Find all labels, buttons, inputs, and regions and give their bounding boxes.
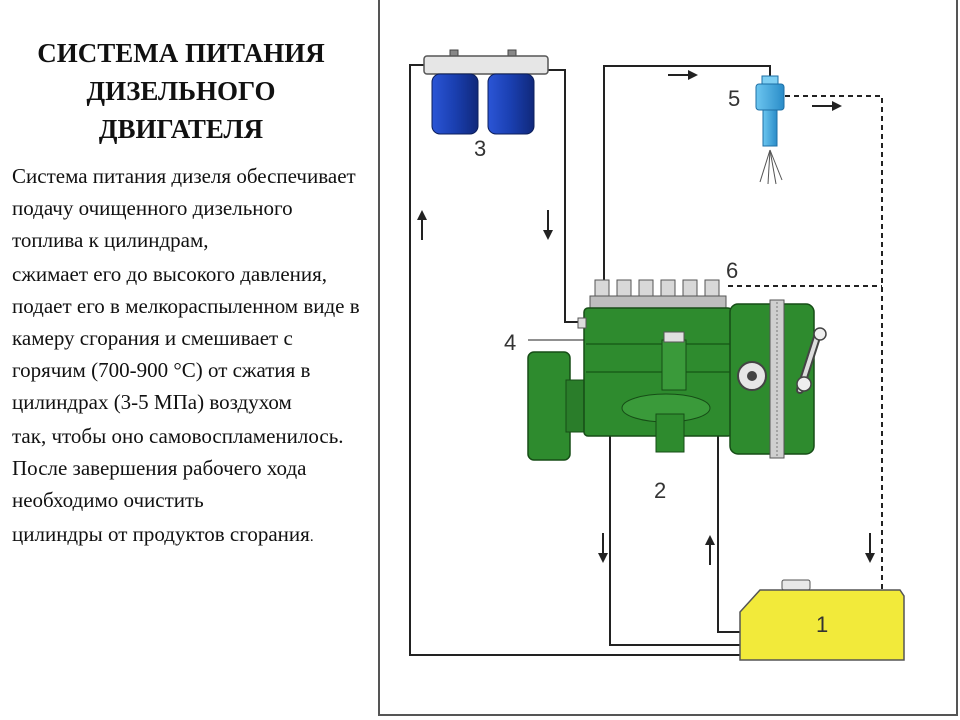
paragraph-1: Система питания дизеля обеспечивает пода… [12,164,356,252]
return-from-injector [785,95,883,590]
paragraph-4-main: цилиндры от продуктов сгорания [12,522,310,546]
line-tank-to-filter [409,64,740,656]
fuel-filter [423,49,549,135]
title-line-3: ДВИГАТЕЛЯ [98,114,264,144]
arrow-up-icon [705,535,715,565]
arrow-down-icon [598,533,608,563]
return-lines [728,95,883,590]
line-filter-to-pump [544,69,583,323]
line-pump-to-injector [603,65,771,282]
paragraph-2: сжимает его до высокого давления, подает… [12,262,360,414]
diagram-frame [378,0,958,716]
injector [755,75,785,185]
label-1: 1 [816,612,828,637]
label-5: 5 [728,86,740,111]
paragraph-3: так, чтобы оно самовоспламенилось. После… [12,424,344,512]
fuel-lines [409,64,771,656]
arrow-down-icon [865,533,875,563]
title-line-2: ДИЗЕЛЬНОГО [86,76,276,106]
page-title: СИСТЕМА ПИТАНИЯ ДИЗЕЛЬНОГО ДВИГАТЕЛЯ [0,34,362,148]
arrow-right-icon [812,101,842,111]
label-3: 3 [474,136,486,161]
line-tank-to-pump [717,430,740,633]
description-text: Система питания дизеля обеспечивает пода… [12,160,362,553]
line-pump-to-tank [609,432,740,646]
paragraph-4: цилиндры от продуктов сгорания. [12,518,362,553]
paragraph-4-end: . [309,529,314,545]
label-4: 4 [504,330,516,355]
flow-arrows [417,70,875,565]
arrow-up-icon [417,210,427,240]
arrow-down-icon [543,210,553,240]
arrow-right-icon [668,70,698,80]
label-6: 6 [726,258,738,283]
fuel-tank [739,579,905,661]
title-line-1: СИСТЕМА ПИТАНИЯ [37,38,325,68]
label-2: 2 [654,478,666,503]
fuel-pump [527,279,827,461]
